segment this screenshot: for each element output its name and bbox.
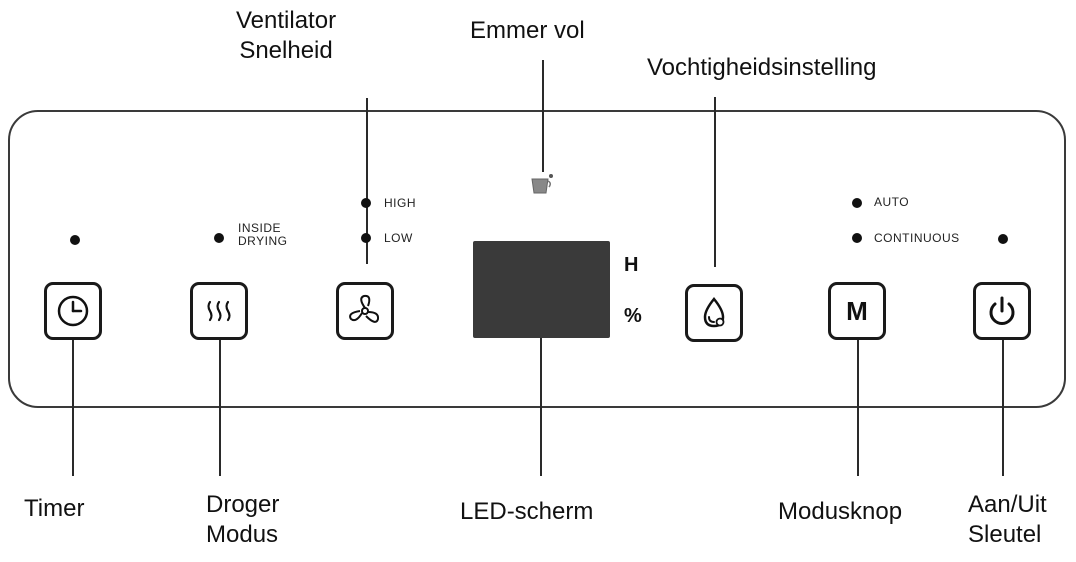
control-panel <box>8 110 1066 408</box>
callout-timer: Timer <box>24 495 85 522</box>
inside-drying-led <box>214 233 224 243</box>
callout-fan-speed-line2: Snelheid <box>239 37 333 64</box>
timer-led <box>70 235 80 245</box>
bucket-icon <box>529 172 555 196</box>
callout-humidity-setting: Vochtigheidsinstelling <box>647 54 877 81</box>
callout-power-key: Aan/Uit Sleutel <box>968 490 1047 550</box>
callout-fan-speed-line1: Ventilator <box>236 7 337 34</box>
clock-icon <box>57 295 89 327</box>
mode-button-label: M <box>846 295 868 326</box>
led-display <box>473 241 610 338</box>
callout-power-key-line2: Sleutel <box>968 521 1042 548</box>
leader-timer <box>72 340 74 476</box>
continuous-label: CONTINUOUS <box>874 231 960 245</box>
high-led <box>361 198 371 208</box>
inside-drying-label-line2: DRYING <box>238 234 288 248</box>
callout-power-key-line1: Aan/Uit <box>968 491 1047 518</box>
inside-drying-label-line1: INSIDE <box>238 221 282 235</box>
fan-speed-button[interactable] <box>336 282 394 340</box>
mode-button[interactable]: M <box>828 282 886 340</box>
display-unit-percent: % <box>624 305 642 327</box>
low-label: LOW <box>384 231 413 245</box>
leader-dryer-mode <box>219 340 221 476</box>
leader-humidity-setting <box>714 97 716 267</box>
timer-button[interactable] <box>44 282 102 340</box>
high-label: HIGH <box>384 196 416 210</box>
auto-label: AUTO <box>874 195 910 209</box>
power-icon <box>989 296 1015 325</box>
heat-waves-icon <box>207 300 231 322</box>
low-led <box>361 233 371 243</box>
fan-icon <box>349 294 380 323</box>
humidity-setting-button[interactable] <box>685 284 743 342</box>
callout-dryer-mode-line2: Modus <box>206 521 279 548</box>
continuous-led <box>852 233 862 243</box>
power-button[interactable] <box>973 282 1031 340</box>
leader-bucket-full <box>542 60 544 172</box>
water-drop-icon <box>703 297 725 328</box>
callout-fan-speed: Ventilator Snelheid <box>236 6 336 66</box>
leader-fan-speed <box>366 98 368 264</box>
auto-led <box>852 198 862 208</box>
leader-power-key <box>1002 340 1004 476</box>
leader-mode-button <box>857 340 859 476</box>
callout-led-screen: LED-scherm <box>460 498 594 525</box>
callout-dryer-mode-line1: Droger <box>206 491 280 518</box>
power-led <box>998 234 1008 244</box>
dryer-mode-button[interactable] <box>190 282 248 340</box>
inside-drying-label: INSIDE DRYING <box>238 222 287 248</box>
callout-mode-button: Modusknop <box>778 498 903 525</box>
display-unit-h: H <box>624 254 639 276</box>
leader-led-screen <box>540 338 542 476</box>
callout-bucket-full: Emmer vol <box>470 17 585 44</box>
callout-dryer-mode: Droger Modus <box>206 490 279 550</box>
